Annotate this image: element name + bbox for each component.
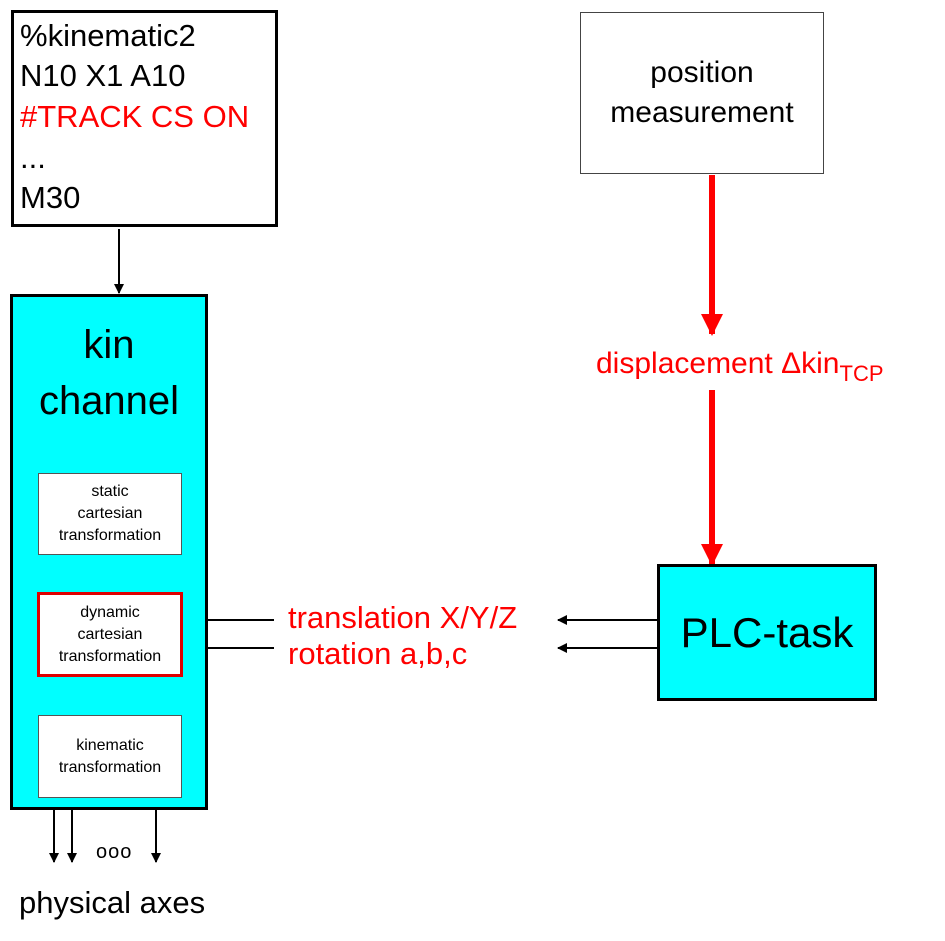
dynamic-box-line-1: dynamic <box>80 603 140 621</box>
position-measurement-line-2: measurement <box>610 96 794 129</box>
more-axes-ellipsis: ooo <box>96 841 133 863</box>
kinematic-transformation-box: kinematic transformation <box>38 715 182 798</box>
kinematic-box-line-2: transformation <box>58 758 162 776</box>
displacement-label-subscript: TCP <box>839 361 884 386</box>
kinematic-box-line-1: kinematic <box>76 736 144 754</box>
plc-task-label: PLC-task <box>680 608 854 656</box>
physical-axes-label: physical axes <box>19 885 206 920</box>
rotation-label: rotation a,b,c <box>288 636 468 671</box>
displacement-label-main: displacement Δkin <box>596 347 840 380</box>
static-box-line-3: transformation <box>58 527 162 544</box>
displacement-label: displacement ΔkinTCP <box>596 345 884 393</box>
dynamic-cartesian-transformation-box: dynamic cartesian transformation <box>37 592 183 677</box>
nc-program-box: %kinematic2 N10 X1 A10 #TRACK CS ON ... … <box>11 10 278 227</box>
dynamic-box-line-2: cartesian <box>77 625 143 643</box>
program-line-m30: M30 <box>20 180 81 215</box>
plc-task-box: PLC-task <box>657 564 877 701</box>
kin-channel-box: kin channel static cartesian transformat… <box>10 294 208 810</box>
static-box-line-2: cartesian <box>77 505 143 522</box>
program-line-track-cs: #TRACK CS ON <box>20 99 250 134</box>
position-measurement-box: position measurement <box>580 12 824 174</box>
kin-channel-title-line1: kin <box>83 323 135 367</box>
program-line-1: %kinematic2 <box>20 18 196 53</box>
program-line-2: N10 X1 A10 <box>20 58 186 93</box>
static-box-line-1: static <box>91 483 129 500</box>
program-line-ellipsis: ... <box>20 140 46 175</box>
dynamic-box-line-3: transformation <box>58 647 162 665</box>
position-measurement-line-1: position <box>650 56 754 89</box>
static-cartesian-transformation-box: static cartesian transformation <box>38 473 182 555</box>
kin-channel-title-line2: channel <box>38 379 180 423</box>
translation-label: translation X/Y/Z <box>288 600 518 635</box>
